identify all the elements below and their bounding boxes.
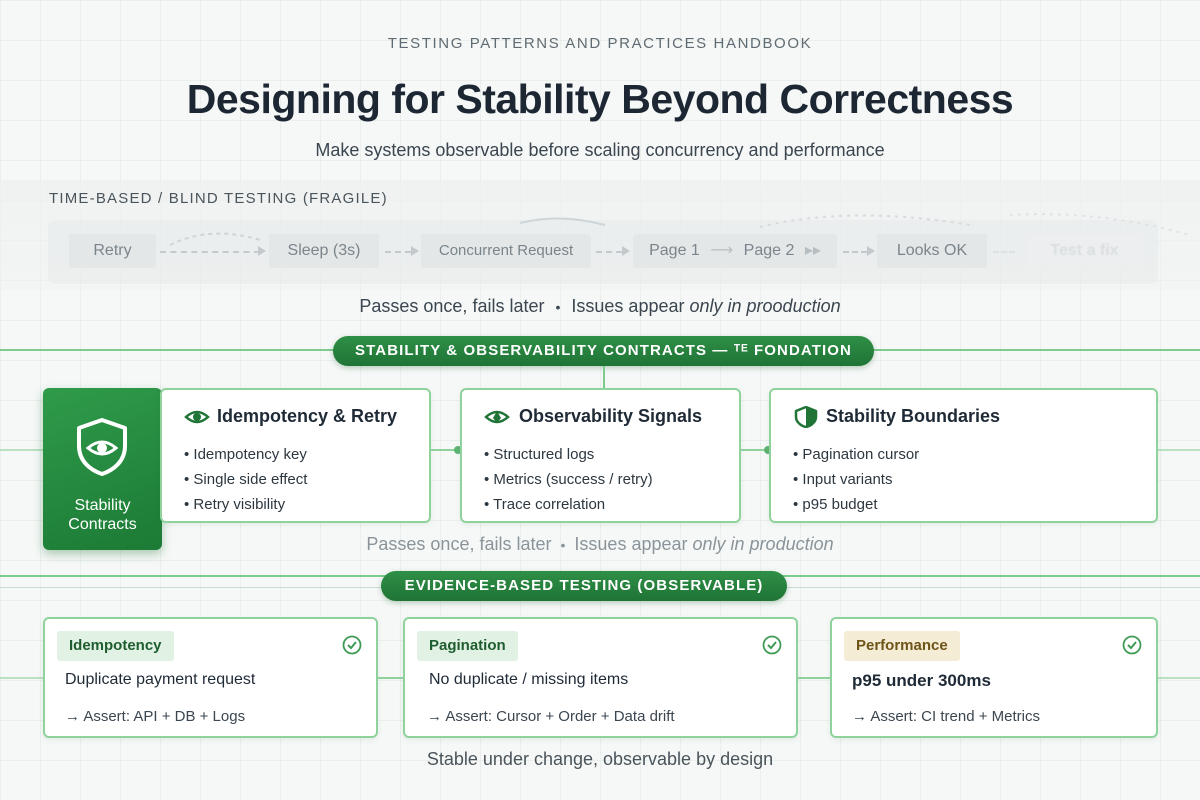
fragile-curved-arrows bbox=[169, 213, 1191, 246]
foundation-banner: STABILITY & OBSERVABILITY CONTRACTS — ᵀᴱ… bbox=[333, 336, 874, 366]
caption-part: Passes once, fails later bbox=[366, 534, 552, 554]
list-item: Pagination cursor bbox=[793, 442, 919, 467]
fragile-step-looks-ok: Looks OK bbox=[877, 234, 987, 268]
caption-part: Passes once, fails later bbox=[359, 296, 545, 316]
eye-icon bbox=[184, 410, 210, 424]
arrow-right-icon bbox=[411, 246, 419, 256]
card-list: Idempotency key Single side effect Retry… bbox=[184, 442, 307, 517]
evidence-tag: Performance bbox=[844, 631, 960, 661]
evidence-banner: EVIDENCE-BASED TESTING (OBSERVABLE) bbox=[381, 571, 787, 601]
evidence-card-pagination: Pagination No duplicate / missing items … bbox=[403, 617, 798, 738]
list-item: Metrics (success / retry) bbox=[484, 467, 652, 492]
fragile-link bbox=[993, 251, 1015, 253]
card-title: Observability Signals bbox=[519, 406, 703, 426]
foundation-stem bbox=[603, 366, 605, 388]
caption-separator: • bbox=[560, 537, 566, 553]
arrow-right-icon bbox=[258, 246, 266, 256]
card-title: Stability Boundaries bbox=[826, 406, 1001, 426]
eyebrow: TESTING PATTERNS AND PRACTICES HANDBOOK bbox=[387, 35, 813, 52]
card-list: Pagination cursor Input variants p95 bud… bbox=[793, 442, 919, 517]
list-item: Input variants bbox=[793, 467, 919, 492]
list-item: Retry visibility bbox=[184, 492, 307, 517]
list-item: Idempotency key bbox=[184, 442, 307, 467]
fragile-step-retry: Retry bbox=[69, 234, 156, 268]
card-list: Structured logs Metrics (success / retry… bbox=[484, 442, 653, 517]
caption-emphasis: only in production bbox=[692, 534, 834, 554]
check-circle-icon bbox=[762, 635, 782, 655]
evidence-headline: p95 under 300ms bbox=[852, 671, 991, 690]
contract-card-boundaries: Stability Boundaries Pagination cursor I… bbox=[769, 388, 1158, 523]
arrow-right-icon bbox=[867, 246, 875, 256]
fragile-caption: Passes once, fails later • Issues appear… bbox=[0, 296, 1200, 317]
connector-dot bbox=[764, 446, 772, 454]
fragile-step-pages: Page 1 ⟶ Page 2 ▸▸ bbox=[633, 234, 837, 268]
caption-part: Issues appear bbox=[574, 534, 688, 554]
caption-part: Issues appear bbox=[571, 296, 685, 316]
hero-label-line: Contracts bbox=[68, 516, 137, 533]
arrow-right-icon bbox=[622, 246, 630, 256]
card-connector bbox=[798, 677, 831, 679]
fragile-step-faded: Test a fix bbox=[1026, 234, 1143, 268]
contract-card-idempotency: Idempotency & Retry Idempotency key Sing… bbox=[160, 388, 431, 523]
connector-dot bbox=[454, 446, 462, 454]
list-item: p95 budget bbox=[793, 492, 919, 517]
check-circle-icon bbox=[342, 635, 362, 655]
list-item: Single side effect bbox=[184, 467, 307, 492]
fragile-step-sleep: Sleep (3s) bbox=[269, 234, 379, 268]
hero-label: Stability Contracts bbox=[43, 496, 162, 534]
fast-forward-icon: ▸▸ bbox=[804, 242, 821, 259]
caption-separator: • bbox=[555, 299, 561, 315]
card-title: Idempotency & Retry bbox=[217, 406, 398, 426]
list-item: Trace correlation bbox=[484, 492, 653, 517]
page-subtitle: Make systems observable before scaling c… bbox=[315, 140, 885, 160]
boundary-shield-icon bbox=[794, 406, 818, 428]
evidence-tag: Idempotency bbox=[57, 631, 174, 661]
shield-eye-icon bbox=[77, 418, 127, 476]
evidence-assert: → Assert: API + DB + Logs bbox=[65, 708, 246, 725]
list-item: Structured logs bbox=[484, 442, 653, 467]
hero-label-line: Stability bbox=[74, 497, 131, 514]
evidence-headline: No duplicate / missing items bbox=[429, 671, 629, 688]
stability-contracts-hero: Stability Contracts bbox=[43, 388, 162, 550]
page-title: Designing for Stability Beyond Correctne… bbox=[186, 76, 1014, 122]
fragile-link bbox=[160, 251, 260, 253]
fragile-step-page1: Page 1 bbox=[649, 242, 700, 259]
contract-card-observability: Observability Signals Structured logs Me… bbox=[460, 388, 741, 523]
evidence-headline: Duplicate payment request bbox=[65, 671, 256, 688]
fragile-link bbox=[385, 251, 411, 253]
card-connector bbox=[431, 449, 461, 451]
evidence-assert: → Assert: Cursor + Order + Data drift bbox=[427, 708, 675, 725]
card-connector bbox=[741, 449, 770, 451]
contracts-caption: Passes once, fails later • Issues appear… bbox=[0, 534, 1200, 555]
evidence-left-line bbox=[0, 677, 43, 679]
fragile-step-page2: Page 2 bbox=[743, 242, 795, 259]
evidence-right-line bbox=[1158, 677, 1200, 679]
evidence-assert: → Assert: CI trend + Metrics bbox=[852, 708, 1040, 725]
contracts-right-line bbox=[1158, 449, 1200, 451]
check-circle-icon bbox=[1122, 635, 1142, 655]
evidence-card-performance: Performance p95 under 300ms → Assert: CI… bbox=[830, 617, 1158, 738]
footer-caption: Stable under change, observable by desig… bbox=[426, 749, 774, 769]
signal-eye-icon bbox=[484, 410, 510, 424]
fragile-label: TIME-BASED / BLIND TESTING (FRAGILE) bbox=[49, 190, 388, 207]
contracts-left-line bbox=[0, 449, 45, 451]
fragile-link bbox=[843, 251, 867, 253]
evidence-card-idempotency: Idempotency Duplicate payment request → … bbox=[43, 617, 378, 738]
fragile-link bbox=[596, 251, 622, 253]
evidence-tag: Pagination bbox=[417, 631, 518, 661]
card-connector bbox=[378, 677, 404, 679]
caption-emphasis: only in prooduction bbox=[689, 296, 841, 316]
arrow-right-icon: ⟶ bbox=[710, 242, 734, 259]
fragile-step-concurrent: Concurrent Request bbox=[421, 234, 591, 268]
